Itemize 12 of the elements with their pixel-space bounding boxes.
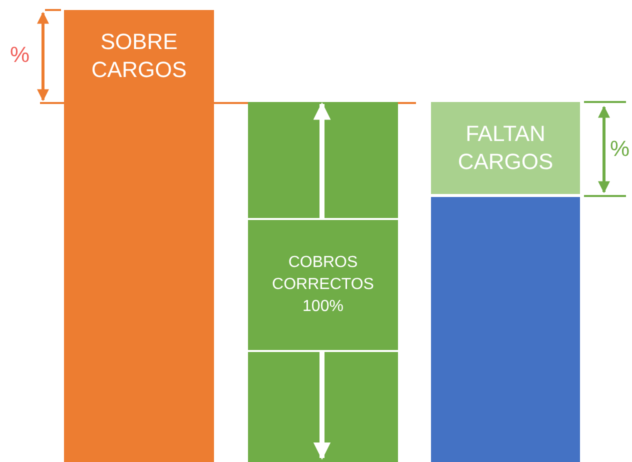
percent-label: % [10,42,30,68]
text-block [64,10,214,102]
bar-block [64,104,214,462]
block-label: FALTAN CARGOS [456,120,554,176]
text-block [248,220,398,350]
bar-block [248,352,398,462]
bar-block [248,102,398,218]
percent-label: % [610,136,630,162]
bar-block [431,197,580,462]
text-block [431,102,580,194]
block-label: SOBRE CARGOS [90,28,188,84]
block-label: COBROS CORRECTOS 100% [271,253,375,317]
